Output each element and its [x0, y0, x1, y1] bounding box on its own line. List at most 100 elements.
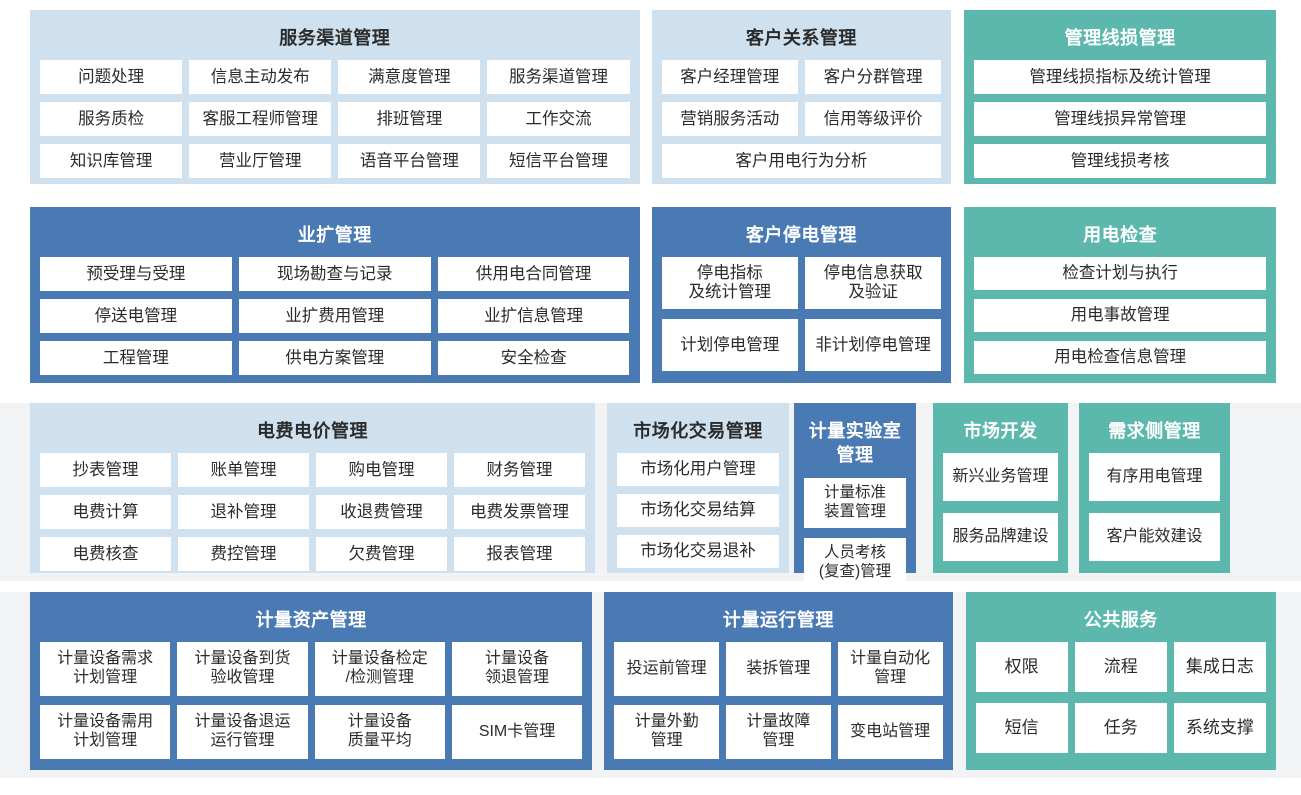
tile-item[interactable]: 变电站管理	[837, 705, 943, 760]
tile-item[interactable]: 电费核查	[40, 537, 171, 572]
panel-customer-relationship-management[interactable]: 客户关系管理 客户经理管理 客户分群管理 营销服务活动 信用等级评价 客户用电行…	[651, 10, 952, 184]
tile-item[interactable]: 业扩费用管理	[238, 299, 431, 334]
tile-item[interactable]: 计量标准 装置管理	[804, 477, 906, 528]
tile-item[interactable]: 满意度管理	[338, 60, 481, 95]
panel-title: 市场开发	[963, 421, 1038, 441]
tile-item[interactable]: 计量设备 质量平均	[314, 705, 445, 760]
tile-item[interactable]: 客服工程师管理	[189, 102, 332, 137]
panel-market-transaction-management[interactable]: 市场化交易管理 市场化用户管理 市场化交易结算 市场化交易退补	[607, 403, 789, 573]
tile-item[interactable]: 任务	[1074, 703, 1167, 754]
tile-item[interactable]: 信息主动发布	[189, 60, 332, 95]
panel-metering-asset-management[interactable]: 计量资产管理 计量设备需求 计划管理 计量设备到货 验收管理 计量设备检定 /检…	[30, 592, 593, 770]
tile-item[interactable]: 费控管理	[178, 537, 309, 572]
tile-item[interactable]: 集成日志	[1173, 642, 1267, 693]
panel-management-line-loss[interactable]: 管理线损管理 管理线损指标及统计管理 管理线损异常管理 管理线损考核	[964, 10, 1277, 184]
tile-item[interactable]: 流程	[1074, 642, 1167, 693]
tile-item[interactable]: 计量设备需用 计划管理	[40, 705, 171, 760]
panel-public-service[interactable]: 公共服务 权限 流程 集成日志 短信 任务 系统支撑	[965, 592, 1276, 770]
tile-item[interactable]: 投运前管理	[614, 642, 719, 697]
tile-item[interactable]: 计量设备 领退管理	[451, 642, 583, 697]
tile-row: 营销服务活动 信用等级评价	[661, 102, 942, 137]
panel-customer-outage-management[interactable]: 客户停电管理 停电指标 及统计管理 停电信息获取 及验证 计划停电管理 非计划停…	[651, 207, 952, 383]
tile-item[interactable]: 计量故障 管理	[725, 705, 831, 760]
tile-item[interactable]: 营销服务活动	[661, 102, 798, 137]
tile-item[interactable]: 人员考核 (复查)管理	[804, 537, 906, 588]
panel-tariff-management[interactable]: 电费电价管理 抄表管理 账单管理 购电管理 财务管理 电费计算 退补管理 收退费…	[30, 403, 595, 573]
tile-item[interactable]: 系统支撑	[1173, 703, 1267, 754]
tile-item[interactable]: 信用等级评价	[804, 102, 942, 137]
tile-item[interactable]: 安全检查	[437, 341, 630, 376]
panel-metering-laboratory-management[interactable]: 计量实验室管理 计量标准 装置管理 人员考核 (复查)管理	[794, 403, 916, 588]
tile-item[interactable]: 收退费管理	[316, 495, 447, 530]
tile-item[interactable]: 有序用电管理	[1089, 453, 1220, 502]
tile-row: 服务品牌建设	[943, 513, 1058, 562]
tile-item[interactable]: 供电方案管理	[238, 341, 431, 376]
tile-item[interactable]: 计划停电管理	[661, 319, 798, 372]
tile-item[interactable]: 账单管理	[178, 453, 309, 488]
tile-item[interactable]: 计量设备检定 /检测管理	[314, 642, 445, 697]
tile-item[interactable]: 业扩信息管理	[437, 299, 630, 334]
tile-item[interactable]: 营业厅管理	[189, 144, 332, 179]
tile-item[interactable]: 财务管理	[454, 453, 585, 488]
panel-service-channel-management[interactable]: 服务渠道管理 问题处理 信息主动发布 满意度管理 服务渠道管理 服务质检 客服工…	[30, 10, 640, 184]
tile-item[interactable]: 电费计算	[40, 495, 171, 530]
tile-item[interactable]: 新兴业务管理	[943, 453, 1058, 502]
tile-item[interactable]: 排班管理	[338, 102, 481, 137]
panel-electricity-usage-inspection[interactable]: 用电检查 检查计划与执行 用电事故管理 用电检查信息管理	[964, 207, 1277, 383]
tile-item[interactable]: 管理线损指标及统计管理	[974, 60, 1267, 95]
tile-item[interactable]: 市场化用户管理	[617, 453, 779, 487]
panel-title: 电费电价管理	[257, 421, 368, 441]
tile-item[interactable]: 工程管理	[40, 341, 232, 376]
tile-item[interactable]: 客户分群管理	[804, 60, 942, 95]
tile-row: 停送电管理 业扩费用管理 业扩信息管理	[40, 299, 630, 334]
tile-item[interactable]: 服务品牌建设	[943, 513, 1058, 562]
tile-item[interactable]: 停电指标 及统计管理	[661, 257, 798, 310]
tile-item[interactable]: 用电事故管理	[974, 299, 1267, 333]
tile-item[interactable]: 欠费管理	[316, 537, 447, 572]
panel-business-expansion-management[interactable]: 业扩管理 预受理与受理 现场勘查与记录 供用电合同管理 停送电管理 业扩费用管理…	[30, 207, 640, 383]
tile-item[interactable]: 短信平台管理	[487, 144, 630, 179]
tile-item[interactable]: 停送电管理	[40, 299, 232, 334]
tile-item[interactable]: 购电管理	[316, 453, 447, 488]
panel-title: 计量实验室管理	[808, 421, 902, 466]
tile-item[interactable]: 现场勘查与记录	[238, 257, 431, 292]
tile-item[interactable]: 非计划停电管理	[804, 319, 942, 372]
tile-item[interactable]: 工作交流	[487, 102, 630, 137]
panel-demand-side-management[interactable]: 需求侧管理 有序用电管理 客户能效建设	[1079, 403, 1230, 573]
panel-metering-operation-management[interactable]: 计量运行管理 投运前管理 装拆管理 计量自动化 管理 计量外勤 管理 计量故障 …	[604, 592, 953, 770]
tile-item[interactable]: 短信	[975, 703, 1068, 754]
tile-item[interactable]: 知识库管理	[40, 144, 183, 179]
tile-item[interactable]: 服务质检	[40, 102, 183, 137]
tile-row: 计量设备需求 计划管理 计量设备到货 验收管理 计量设备检定 /检测管理 计量设…	[40, 642, 583, 697]
tile-item[interactable]: 退补管理	[178, 495, 309, 530]
tile-item[interactable]: 抄表管理	[40, 453, 171, 488]
tile-item[interactable]: 检查计划与执行	[974, 257, 1267, 291]
tile-item[interactable]: 计量自动化 管理	[837, 642, 943, 697]
tile-item[interactable]: 用电检查信息管理	[974, 341, 1267, 375]
tile-item[interactable]: 市场化交易结算	[617, 494, 779, 528]
tile-item[interactable]: 电费发票管理	[454, 495, 585, 530]
tile-item[interactable]: 市场化交易退补	[617, 535, 779, 569]
tile-item[interactable]: 装拆管理	[725, 642, 831, 697]
tile-item[interactable]: 计量外勤 管理	[614, 705, 719, 760]
tile-item[interactable]: 管理线损考核	[974, 144, 1267, 179]
tile-item[interactable]: 问题处理	[40, 60, 183, 95]
tile-item[interactable]: 供用电合同管理	[437, 257, 630, 292]
tile-item[interactable]: 计量设备到货 验收管理	[177, 642, 308, 697]
panel-market-development[interactable]: 市场开发 新兴业务管理 服务品牌建设	[933, 403, 1068, 573]
tile-item[interactable]: SIM卡管理	[451, 705, 583, 760]
tile-item[interactable]: 报表管理	[454, 537, 585, 572]
tile-item[interactable]: 预受理与受理	[40, 257, 232, 292]
tile-item[interactable]: 服务渠道管理	[487, 60, 630, 95]
tile-item[interactable]: 计量设备退运 运行管理	[177, 705, 308, 760]
tile-item[interactable]: 语音平台管理	[338, 144, 481, 179]
tile-item[interactable]: 权限	[975, 642, 1068, 693]
tile-item[interactable]: 客户经理管理	[661, 60, 798, 95]
tile-item[interactable]: 停电信息获取 及验证	[804, 257, 942, 310]
tile-item[interactable]: 管理线损异常管理	[974, 102, 1267, 137]
tile-item[interactable]: 客户能效建设	[1089, 513, 1220, 562]
tile-item[interactable]: 计量设备需求 计划管理	[40, 642, 171, 697]
tile-item[interactable]: 客户用电行为分析	[661, 144, 942, 179]
tile-row: 市场化用户管理	[617, 453, 779, 487]
